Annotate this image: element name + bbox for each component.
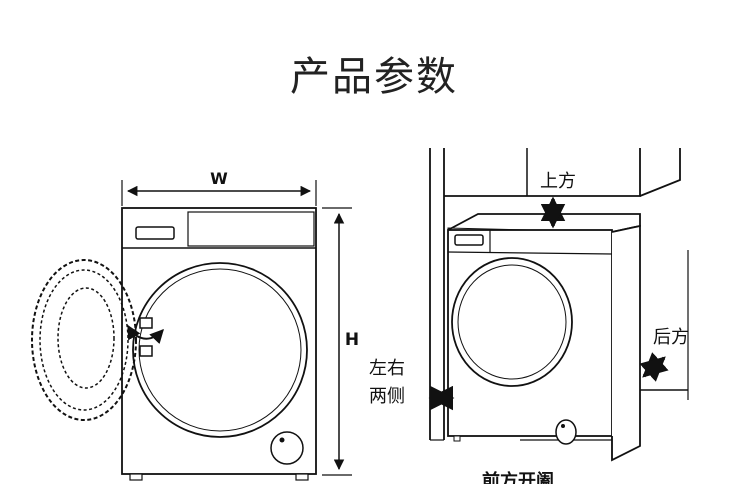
foot <box>129 473 143 481</box>
drum-opening <box>132 262 308 438</box>
door-swing-arrow <box>127 324 164 344</box>
width-dimension: W <box>121 169 317 206</box>
back-wall <box>640 250 689 400</box>
height-dimension: H <box>322 207 359 476</box>
detergent-drawer <box>454 234 484 246</box>
foot <box>295 473 309 481</box>
control-panel <box>187 211 315 247</box>
open-door-dashed <box>31 259 137 421</box>
door-hinge <box>139 345 153 357</box>
top-clearance-label: 上方 <box>540 171 576 192</box>
side-clearance-label-line2: 两侧 <box>369 386 405 407</box>
filter-cap <box>270 431 304 465</box>
filter-cap <box>555 419 577 445</box>
washer-side <box>611 224 641 462</box>
page-title: 产品参数 <box>290 54 458 100</box>
front-view-washer: W H <box>31 169 359 481</box>
back-clearance-arrow <box>639 352 669 382</box>
overhead-cabinet <box>444 148 681 197</box>
side-clearance-label-line1: 左右 <box>369 358 405 379</box>
back-clearance-label: 后方 <box>653 327 689 348</box>
detergent-drawer <box>135 226 175 240</box>
width-label: W <box>210 169 228 188</box>
height-label: H <box>345 330 359 350</box>
installation-clearance-view: 上方 后方 左右 两侧 前方开阖 <box>369 148 689 484</box>
door-porthole <box>451 257 573 387</box>
door-hinge <box>139 317 153 329</box>
front-clearance-label: 前方开阖 <box>482 470 554 484</box>
